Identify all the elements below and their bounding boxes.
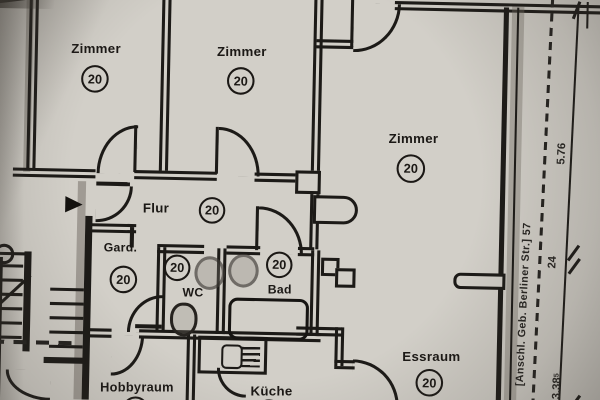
door-arc bbox=[217, 126, 261, 177]
stair-step bbox=[49, 316, 84, 320]
room-label-hobbyraum: Hobbyraum bbox=[100, 380, 174, 395]
room-number-bad: 20 bbox=[265, 251, 293, 279]
wall bbox=[316, 39, 354, 50]
wall-step bbox=[334, 268, 356, 288]
door-arc bbox=[258, 206, 304, 256]
room-label-gard: Gard. bbox=[103, 240, 138, 255]
door-arc bbox=[351, 359, 400, 400]
door-arc bbox=[110, 334, 145, 377]
stair-step bbox=[0, 263, 24, 268]
wall bbox=[394, 1, 600, 15]
wall bbox=[12, 167, 96, 179]
wall-bump bbox=[312, 195, 359, 225]
stair-line bbox=[0, 251, 27, 256]
dimension-value-24: 24 bbox=[546, 255, 559, 269]
room-number-wc: 20 bbox=[163, 254, 191, 282]
wall bbox=[26, 0, 40, 170]
stair-step bbox=[49, 301, 84, 306]
stair-step bbox=[0, 306, 23, 310]
dimension-tick bbox=[567, 258, 581, 275]
kitchen-stove bbox=[241, 346, 261, 368]
stair-step bbox=[0, 321, 22, 325]
washbasin-scribble bbox=[227, 253, 260, 288]
wall bbox=[495, 7, 510, 400]
wall bbox=[43, 356, 86, 364]
door-arc bbox=[216, 367, 247, 398]
wall-stub bbox=[453, 272, 506, 290]
room-label-flur: Flur bbox=[142, 200, 170, 216]
section-dash-line bbox=[0, 339, 77, 346]
room-label-essraum: Essraum bbox=[402, 348, 461, 364]
boundary-line bbox=[586, 1, 589, 29]
room-number-zimmer-2: 20 bbox=[226, 66, 255, 95]
stair-step bbox=[50, 287, 84, 291]
wall bbox=[185, 334, 197, 400]
door-arc bbox=[5, 369, 51, 400]
stair-step bbox=[49, 330, 84, 334]
kitchen-sink bbox=[220, 344, 243, 370]
wall bbox=[86, 328, 112, 338]
door-arc bbox=[95, 185, 133, 224]
door-arc bbox=[96, 124, 139, 175]
dimension-tick bbox=[567, 394, 581, 400]
room-label-kueche: Küche bbox=[250, 383, 293, 399]
dimension-value-338: 3.385 bbox=[550, 352, 564, 399]
wall bbox=[86, 223, 137, 234]
room-number-gard: 20 bbox=[109, 265, 138, 294]
wall-topleft-edge bbox=[0, 0, 51, 4]
wall bbox=[81, 215, 93, 400]
entrance-arrow bbox=[65, 196, 83, 213]
room-number-zimmer-1: 20 bbox=[80, 64, 109, 93]
dimension-superscript: 5 bbox=[553, 373, 561, 378]
wall-niche bbox=[295, 170, 322, 195]
door-arc bbox=[353, 3, 402, 54]
wall bbox=[134, 170, 217, 181]
dimension-line bbox=[557, 7, 580, 400]
stair-step bbox=[0, 335, 22, 339]
room-label-bad: Bad bbox=[267, 282, 292, 297]
room-number-essraum: 20 bbox=[415, 368, 444, 397]
room-number-hobbyraum: 20 bbox=[121, 396, 149, 400]
stair-step bbox=[0, 278, 23, 282]
dimension-main: 3.38 bbox=[550, 377, 564, 400]
wall bbox=[135, 324, 162, 329]
room-label-wc: WC bbox=[182, 285, 204, 300]
dimension-value-576: 5.76 bbox=[555, 142, 569, 165]
room-label-zimmer-1: Zimmer bbox=[71, 40, 121, 56]
room-number-flur: 20 bbox=[198, 196, 226, 224]
room-label-zimmer-2: Zimmer bbox=[217, 43, 267, 60]
wall bbox=[309, 250, 321, 337]
toilet bbox=[169, 302, 198, 337]
wall bbox=[158, 0, 172, 171]
room-number-zimmer-3: 20 bbox=[396, 154, 426, 184]
room-label-zimmer-3: Zimmer bbox=[388, 130, 439, 147]
bathtub bbox=[227, 297, 310, 341]
stair-wall bbox=[22, 251, 32, 352]
stair-step bbox=[49, 344, 83, 348]
